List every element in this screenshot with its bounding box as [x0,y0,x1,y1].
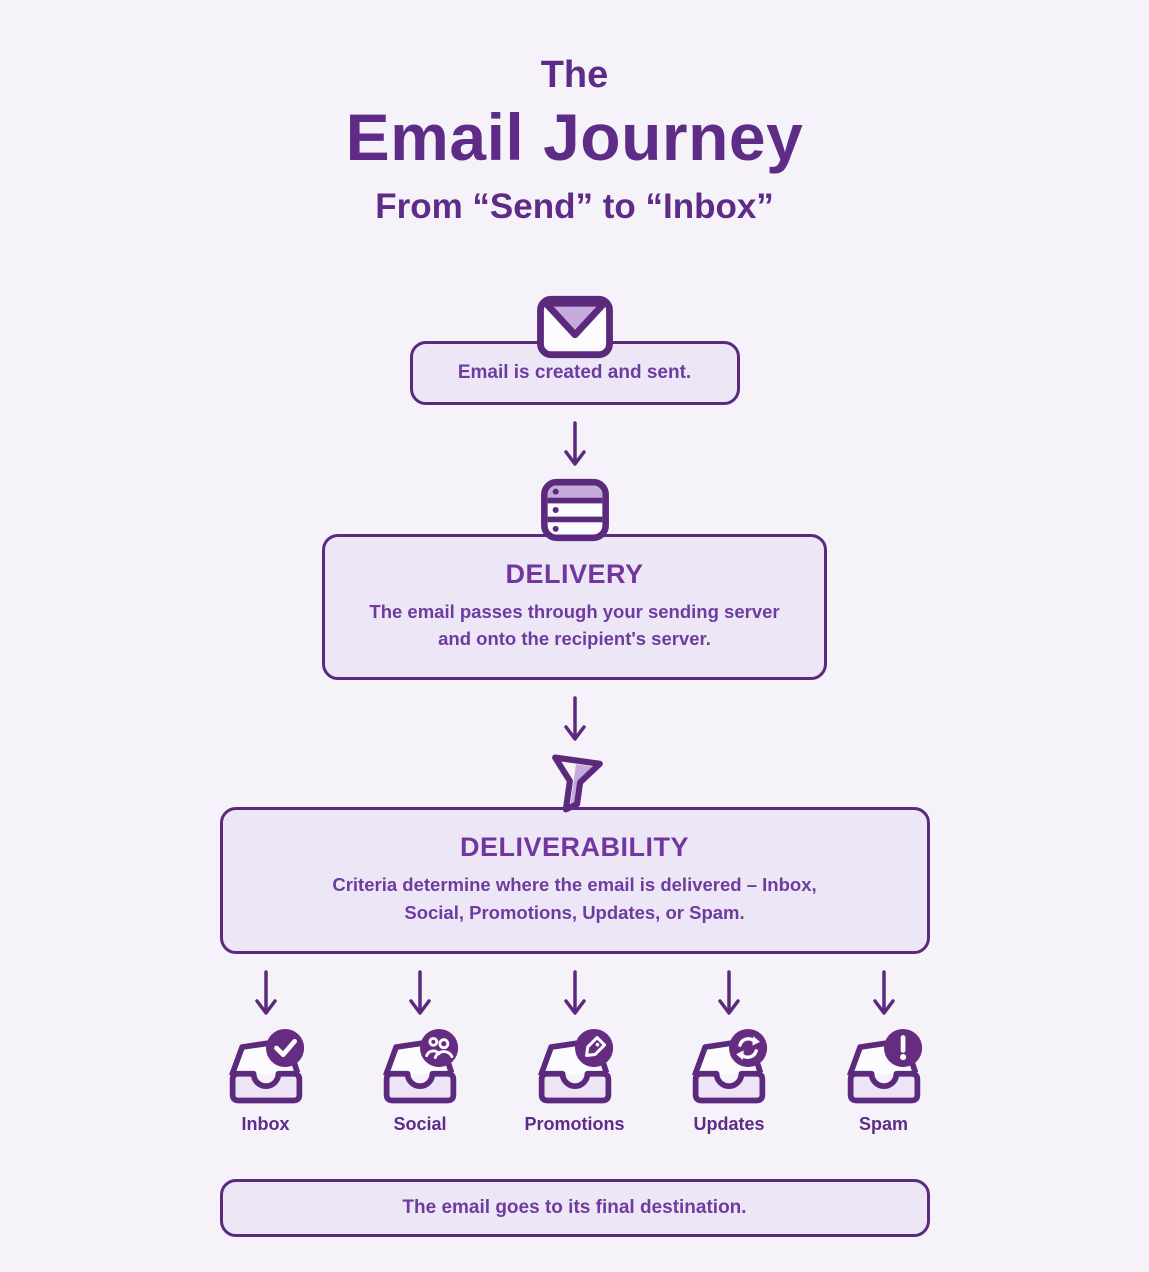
created-text: Email is created and sent. [457,361,692,383]
server-icon [539,477,611,548]
destination-label: Updates [693,1113,765,1134]
funnel-icon [544,752,606,823]
delivery-description: The email passes through your sending se… [369,600,780,650]
stage-deliverability: DELIVERABILITY Criteria determine where … [219,752,930,954]
down-arrow-icon [563,696,586,741]
destinations-row: Inbox Social [220,969,930,1135]
stage-delivery: DELIVERY The email passes through your s… [322,477,827,681]
destination-label: Spam [858,1113,909,1134]
down-arrow-icon [563,420,586,466]
destination-spam: Spam [838,969,930,1135]
page-title: Email Journey [345,99,804,174]
destination-label: Inbox [241,1113,290,1134]
down-arrow-icon [254,969,277,1015]
inbox-tray-check-icon [228,1028,304,1103]
subtitle: From “Send” to “Inbox” [375,186,774,226]
deliverability-box: DELIVERABILITY Criteria determine where … [219,807,930,954]
destination-label: Promotions [524,1113,625,1134]
final-box: The email goes to its final destination. [219,1178,930,1237]
inbox-tray-refresh-icon [691,1028,768,1103]
final-text: The email goes to its final destination. [402,1196,747,1218]
title-block: The Email Journey From “Send” to “Inbox” [346,54,804,228]
stage-created: Email is created and sent. [409,292,740,405]
deliverability-description: Criteria determine where the email is de… [332,874,817,923]
deliverability-heading: DELIVERABILITY [459,832,689,863]
down-arrow-icon [718,969,740,1015]
delivery-box: DELIVERY The email passes through your s… [322,533,827,681]
title-prefix: The [540,54,609,96]
envelope-icon [535,292,615,367]
down-arrow-icon [872,969,895,1015]
inbox-tray-people-icon [382,1028,459,1103]
inbox-tray-exclamation-icon [846,1028,922,1103]
down-arrow-icon [563,969,586,1015]
destination-inbox: Inbox [220,969,312,1135]
down-arrow-icon [409,969,431,1015]
destination-label: Social [393,1113,447,1134]
destination-social: Social [374,969,466,1135]
delivery-heading: DELIVERY [505,558,644,589]
inbox-tray-tag-icon [537,1028,613,1103]
destination-promotions: Promotions [525,969,625,1135]
destination-updates: Updates [683,969,775,1135]
